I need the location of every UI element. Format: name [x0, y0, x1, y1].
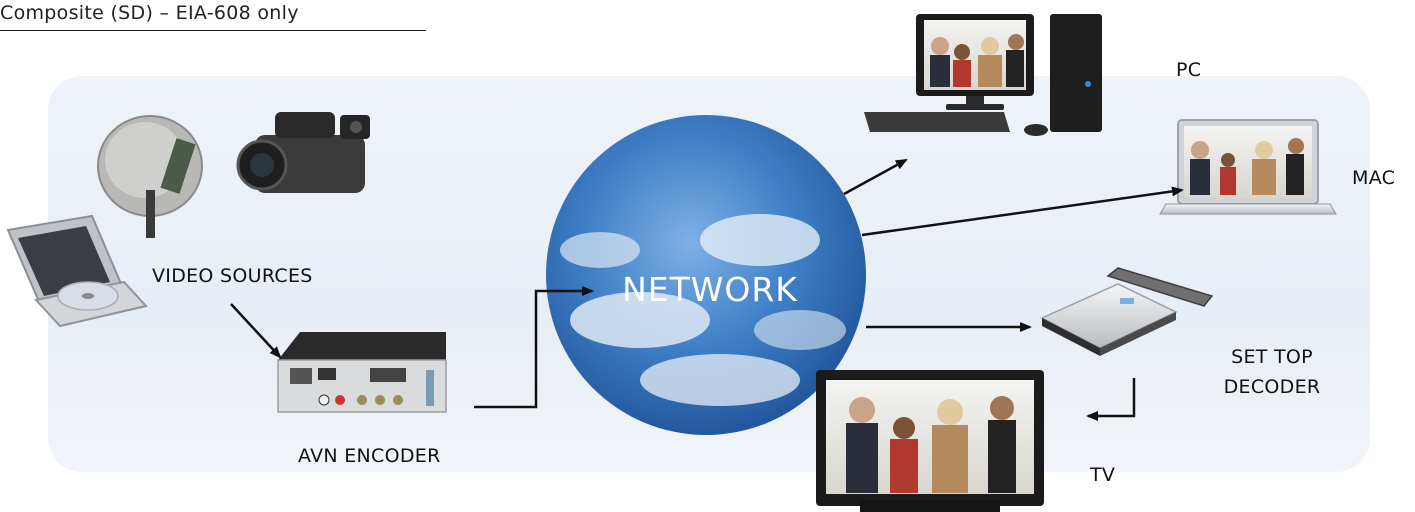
diagram-heading: Composite (SD) – EIA-608 only: [0, 2, 426, 31]
arrow-network-to-pc: [843, 158, 908, 196]
camcorder-icon: [236, 112, 370, 193]
arrow-set-top-to-tv: [1086, 378, 1136, 421]
mac-label: MAC: [1352, 167, 1396, 189]
dvd-player-icon: [6, 214, 148, 328]
set-top-label-line1: SET TOP: [1231, 346, 1313, 368]
mac-laptop-icon: [1159, 119, 1337, 215]
pc-icon: [864, 14, 1102, 136]
arrow-encoder-to-network: [474, 286, 594, 409]
arrow-sources-to-encoder: [230, 303, 282, 359]
remote-icon: [1106, 267, 1214, 307]
network-label: NETWORK: [622, 270, 798, 309]
tv-icon: [816, 370, 1044, 512]
video-sources-label: VIDEO SOURCES: [152, 265, 313, 287]
set-top-label-line2: DECODER: [1223, 376, 1321, 398]
tv-label: TV: [1090, 464, 1116, 486]
encoder-box-icon: [277, 332, 447, 413]
pc-label: PC: [1176, 59, 1202, 81]
network-cloud-icon: [546, 115, 866, 435]
satellite-dish-icon: [97, 115, 203, 238]
arrow-network-to-mac: [861, 186, 1184, 237]
set-top-box-icon: [1040, 283, 1178, 356]
encoder-label: AVN ENCODER: [298, 445, 441, 467]
